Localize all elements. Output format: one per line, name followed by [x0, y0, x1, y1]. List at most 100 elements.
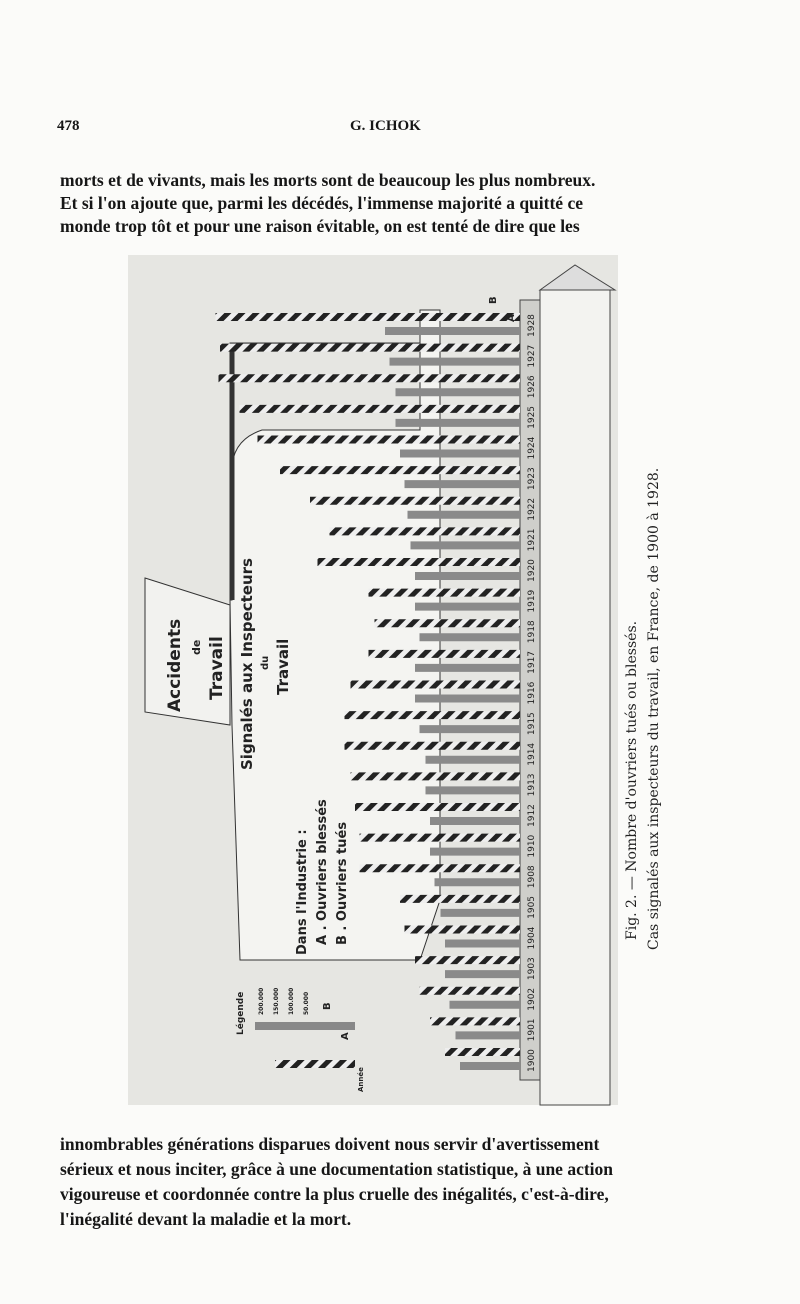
bar-tues-1927: [389, 357, 520, 366]
bar-tues-1902: [449, 1000, 520, 1009]
base-slab-top: [538, 264, 617, 291]
year-label-1913: 1913: [527, 773, 537, 796]
body-line: vigoureuse et coordonnée contre la plus …: [60, 1184, 609, 1204]
bar-blesses-1905: [400, 894, 520, 903]
bar-tues-1924: [400, 449, 520, 458]
bar-tues-1913: [425, 786, 520, 795]
body-line: monde trop tôt et pour une raison évitab…: [60, 216, 580, 236]
legend-title: Légende: [235, 992, 246, 1035]
bar-blesses-1910: [359, 833, 520, 842]
bar-tues-1926: [395, 388, 520, 397]
bar-blesses-1908: [359, 864, 520, 873]
bar-tues-1918: [419, 633, 520, 642]
bar-tues-1925: [395, 418, 520, 427]
bar-blesses-1920: [317, 558, 520, 566]
bar-blesses-1925: [239, 404, 520, 413]
bar-blesses-1900: [445, 1048, 520, 1056]
year-label-1912: 1912: [527, 804, 537, 827]
year-label-1927: 1927: [527, 345, 537, 368]
bar-tues-1915: [419, 725, 520, 734]
bar-tues-1910: [430, 847, 520, 856]
base-slab: [539, 289, 611, 1106]
bar-tues-1916: [415, 694, 520, 703]
year-label-1903: 1903: [527, 957, 537, 980]
year-label-1914: 1914: [527, 743, 537, 766]
year-label-1916: 1916: [527, 681, 537, 704]
title-de: de: [190, 640, 203, 655]
bar-tues-1912: [430, 817, 520, 825]
year-label-1901: 1901: [527, 1018, 537, 1041]
legend-mark: 50.000: [303, 992, 310, 1015]
year-label-1918: 1918: [527, 620, 537, 643]
year-strip: [519, 299, 541, 1081]
bar-tues-1903: [445, 970, 520, 979]
year-label-1908: 1908: [527, 865, 537, 888]
series-marker-b: B: [488, 296, 499, 304]
body-line: l'inégalité devant la maladie et la mort…: [60, 1209, 352, 1229]
bar-tues-1919: [415, 602, 520, 611]
legend-a-label: A . Ouvriers blessés: [315, 799, 330, 945]
legend-striped-bar: [275, 1060, 355, 1068]
year-label-1919: 1919: [527, 589, 537, 612]
year-label-1922: 1922: [527, 498, 537, 521]
bar-blesses-1927: [220, 343, 520, 352]
body-line: morts et de vivants, mais les morts sont…: [60, 170, 596, 190]
year-label-1905: 1905: [527, 896, 537, 919]
bar-tues-1901: [455, 1031, 520, 1040]
bar-blesses-1903: [415, 956, 520, 965]
bar-blesses-1914: [344, 741, 520, 750]
legend-marker-b: B: [322, 1002, 333, 1010]
bar-blesses-1924: [257, 435, 520, 444]
year-label-1904: 1904: [527, 926, 537, 949]
title-panel: [144, 577, 231, 726]
bar-tues-1904: [445, 939, 520, 948]
bar-tues-1923: [404, 480, 520, 489]
industry-label: Dans l'Industrie :: [295, 829, 310, 955]
legend-annee: Année: [357, 1067, 365, 1092]
legend-b-label: B . Ouvriers tués: [335, 822, 350, 945]
bar-tues-1928: [385, 327, 520, 335]
bar-tues-1917: [415, 663, 520, 672]
body-line: Et si l'on ajoute que, parmi les décédés…: [60, 193, 583, 213]
subtitle-line3: Travail: [274, 639, 292, 695]
bar-blesses-1913: [350, 772, 520, 781]
bar-blesses-1921: [329, 527, 520, 536]
year-label-1928: 1928: [527, 314, 537, 337]
bar-blesses-1922: [310, 496, 520, 505]
bar-blesses-1918: [374, 619, 520, 628]
title-accidents: Accidents: [165, 619, 185, 712]
title-travail: Travail: [207, 636, 227, 700]
legend-mark: 150.000: [273, 988, 280, 1015]
bar-tues-1921: [410, 541, 520, 550]
bar-blesses-1926: [218, 374, 520, 383]
body-line: innombrables générations disparues doive…: [60, 1134, 600, 1154]
year-label-1910: 1910: [527, 834, 537, 857]
page-number: 478: [57, 118, 80, 134]
subtitle-line2: du: [260, 656, 271, 670]
year-label-1921: 1921: [527, 528, 537, 551]
year-label-1923: 1923: [527, 467, 537, 490]
legend-mark: 100.000: [288, 988, 295, 1015]
bar-blesses-1915: [344, 711, 520, 720]
legend-mark: 200.000: [258, 988, 265, 1015]
bar-tues-1920: [415, 572, 520, 580]
year-label-1924: 1924: [527, 436, 537, 459]
bar-blesses-1902: [419, 986, 520, 995]
bar-blesses-1916: [350, 680, 520, 689]
bar-tues-1914: [425, 755, 520, 764]
year-label-1920: 1920: [527, 559, 537, 582]
body-line: sérieux et nous inciter, grâce à une doc…: [60, 1159, 614, 1179]
year-label-1925: 1925: [527, 406, 537, 429]
figure-caption-line1: Fig. 2. — Nombre d'ouvriers tués ou bles…: [624, 621, 640, 940]
running-title: G. ICHOK: [350, 118, 421, 134]
bar-tues-1908: [434, 878, 520, 887]
bar-blesses-1917: [368, 649, 520, 658]
subtitle-line1: Signalés aux Inspecteurs: [238, 558, 256, 770]
bar-blesses-1928: [215, 313, 520, 321]
year-label-1917: 1917: [527, 651, 537, 674]
bar-blesses-1912: [355, 803, 520, 811]
bar-blesses-1923: [280, 466, 520, 475]
bar-blesses-1901: [430, 1017, 520, 1026]
